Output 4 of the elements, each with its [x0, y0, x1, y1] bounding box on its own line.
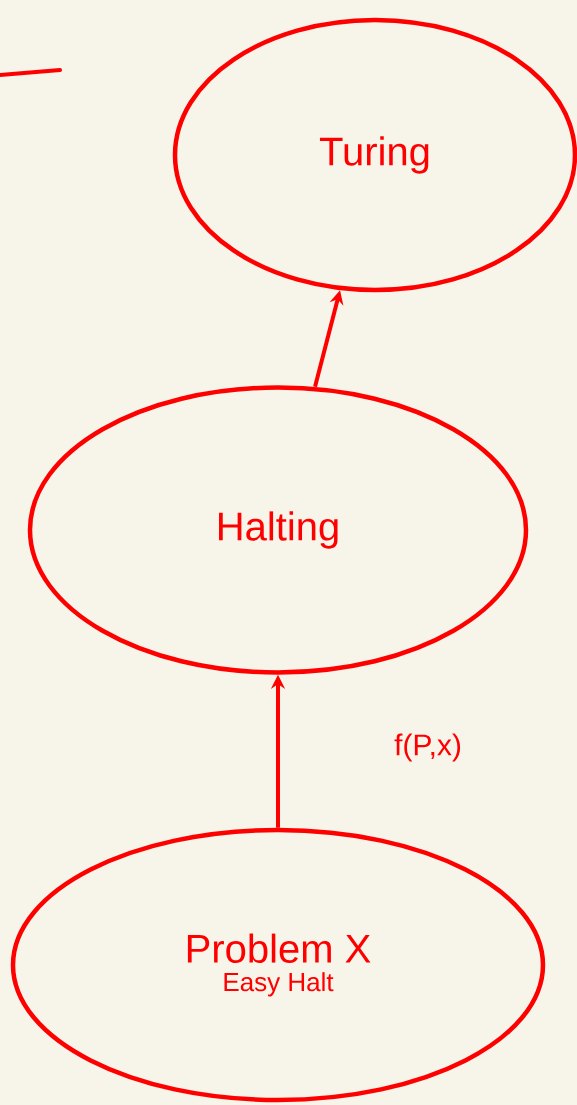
ellipse-node: Problem X Easy Halt — [10, 827, 546, 1103]
ellipse-node: Turing — [172, 17, 577, 293]
edge-label: f(P,x) — [394, 733, 461, 762]
ellipse-node: Halting — [27, 385, 529, 675]
